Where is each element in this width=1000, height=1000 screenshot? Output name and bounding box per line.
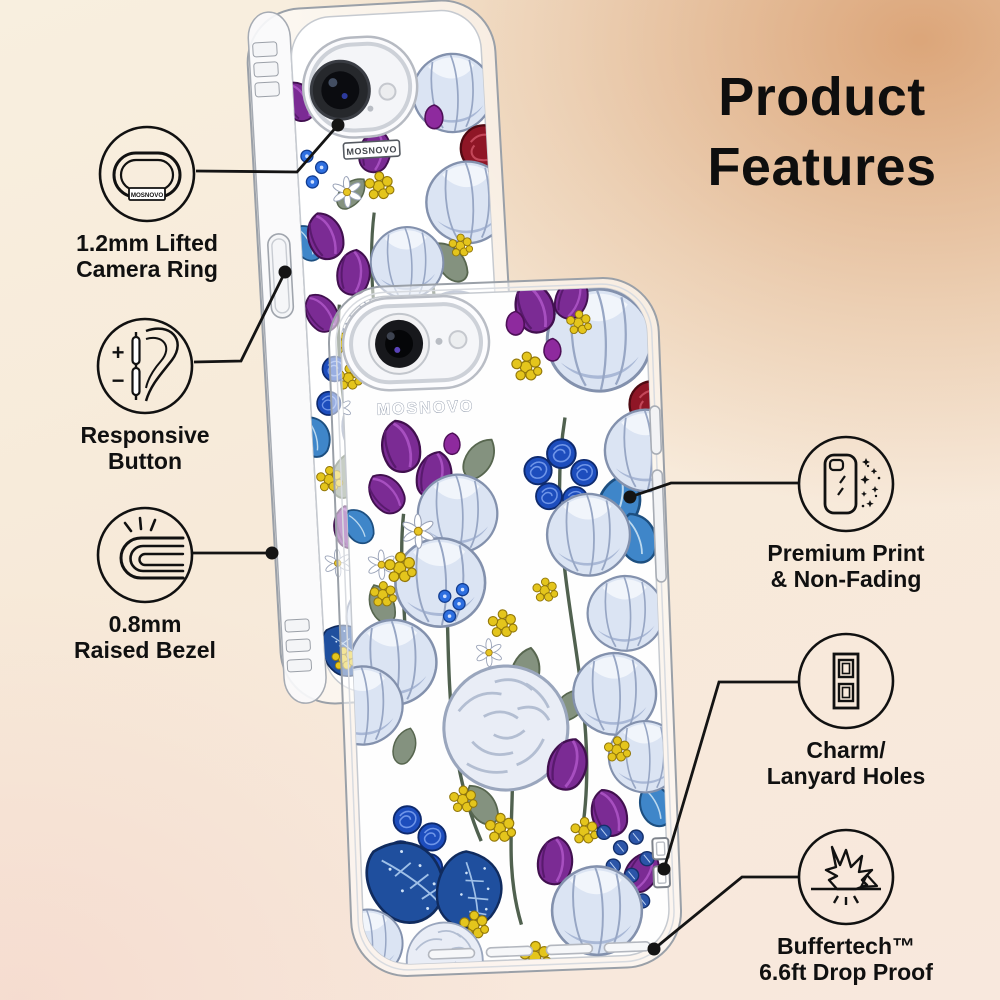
raised-bezel-icon (96, 506, 194, 604)
front-brand-logo: MOSNOVO (376, 398, 474, 419)
svg-text:−: − (112, 368, 125, 393)
sparkle-stars (860, 458, 881, 508)
camera-ring-icon: MOSNOVO (98, 125, 196, 223)
drop-impact-icon (797, 828, 895, 926)
poster-title-line2: Features (707, 137, 937, 197)
feature-charm-lanyard-holes: Charm/Lanyard Holes (746, 631, 946, 789)
poster-title-line1: Product (718, 67, 926, 127)
front-case-bottom-cutouts (427, 941, 652, 960)
corner-bumper-ribs (252, 41, 313, 673)
front-camera-module (341, 294, 491, 392)
poster-title: Product Features (672, 62, 972, 202)
feature-premium-print: Premium Print& Non-Fading (746, 434, 946, 592)
front-case-inner-line (335, 283, 675, 971)
back-case-side-button (267, 233, 295, 319)
lanyard-holes-icon (797, 632, 895, 730)
sparkle-case-icon (797, 435, 895, 533)
svg-text:+: + (112, 340, 125, 365)
front-floral-print (339, 286, 671, 966)
phone-case-front: MOSNOVO (327, 277, 683, 977)
back-brand-logo: MOSNOVO (342, 139, 401, 160)
volume-buttons-icon: + − (96, 317, 194, 415)
svg-text:MOSNOVO: MOSNOVO (346, 144, 397, 157)
svg-text:MOSNOVO: MOSNOVO (131, 192, 164, 199)
back-camera-module (301, 35, 419, 139)
